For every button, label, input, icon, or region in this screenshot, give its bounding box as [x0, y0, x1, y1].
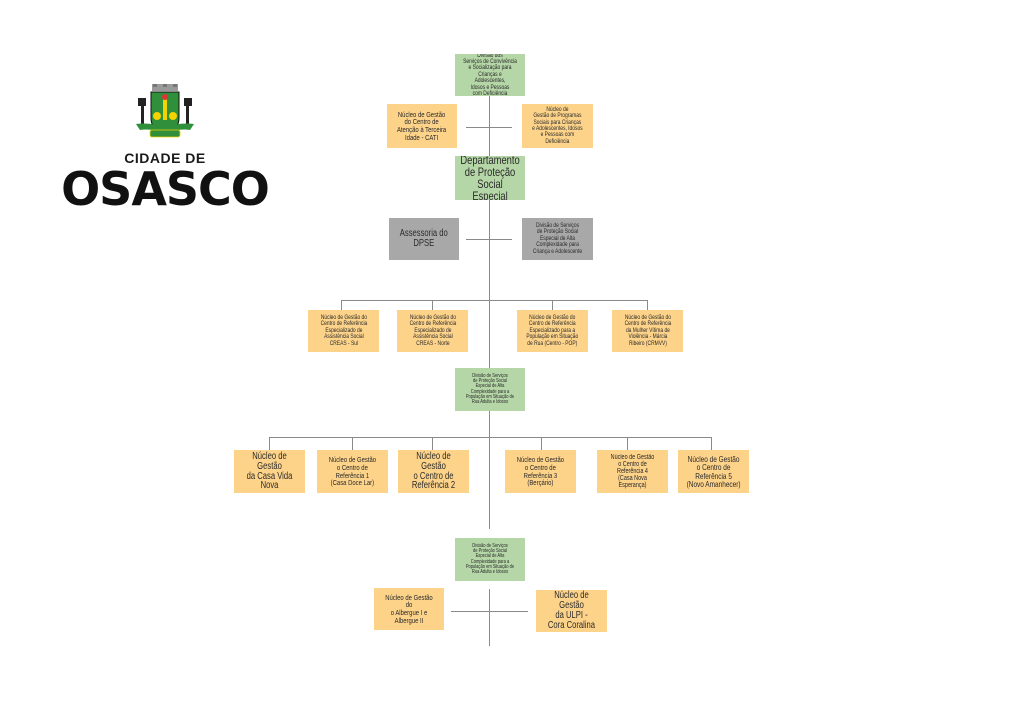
division-convivencia: Divisão dos Serviços de Convivência e So… — [455, 54, 525, 96]
box-label: Núcleo de Gestão do Centro de Referência… — [624, 313, 671, 347]
box-label: Núcleo de Gestão o Centro de Referência … — [328, 455, 377, 488]
box-label: Núcleo de Gestão do Centro de Referência… — [526, 313, 579, 347]
box-label: Núcleo de Gestão o Centro de Referência … — [686, 453, 741, 489]
nucleo-referencia-2: Núcleo de Gestão o Centro de Referência … — [398, 450, 469, 493]
nucleo-referencia-5: Núcleo de Gestão o Centro de Referência … — [678, 450, 749, 493]
logo-city-name: OSASCO — [61, 162, 270, 216]
connector — [451, 611, 528, 612]
box-label: Assessoria do DPSE — [399, 228, 448, 249]
connector — [627, 437, 628, 450]
connector — [541, 437, 542, 450]
connector — [341, 300, 648, 301]
box-label: Núcleo de Gestão da ULPI - Cora Coralina — [547, 590, 596, 631]
box-label: Núcleo de Gestão o Centro de Referência … — [516, 455, 565, 488]
connector — [269, 437, 270, 450]
box-label: Núcleo de Gestão o Centro de Referência … — [610, 453, 655, 490]
box-label: Núcleo de Gestão o Centro de Referência … — [411, 450, 456, 492]
box-label: Núcleo de Gestão do Centro de Referência… — [409, 313, 456, 347]
connector — [711, 437, 712, 450]
connector — [647, 300, 648, 310]
box-label: Núcleo de Gestão de Programas Sociais pa… — [532, 105, 583, 145]
nucleo-cati: Núcleo de Gestão do Centro de Atenção à … — [387, 104, 457, 148]
connector — [489, 200, 490, 368]
division-street-population: Divisão de Serviços de Proteção Social E… — [455, 368, 525, 411]
connector — [552, 300, 553, 310]
connector — [352, 437, 353, 450]
nucleo-albergue: Núcleo de Gestão do o Albergue I e Alber… — [374, 588, 444, 630]
assessoria-dpse: Assessoria do DPSE — [389, 218, 459, 260]
connector — [432, 437, 433, 450]
connector — [432, 300, 433, 310]
box-label: Departamento de Proteção Social Especial — [460, 156, 520, 200]
connector — [466, 239, 512, 240]
nucleo-referencia-4: Núcleo de Gestão o Centro de Referência … — [597, 450, 668, 493]
box-label: Divisão de Serviços de Proteção Social E… — [465, 372, 515, 406]
box-label: Divisão de Serviços de Proteção Social E… — [465, 542, 515, 576]
connector — [269, 437, 712, 438]
department-dpse: Departamento de Proteção Social Especial — [455, 156, 525, 200]
connector — [341, 300, 342, 310]
nucleo-crmvv: Núcleo de Gestão do Centro de Referência… — [612, 310, 683, 352]
nucleo-ulpi: Núcleo de Gestão da ULPI - Cora Coralina — [536, 590, 607, 632]
connector — [489, 411, 490, 529]
box-label: Divisão dos Serviços de Convivência e So… — [463, 54, 517, 96]
connector — [489, 589, 490, 646]
nucleo-referencia-3: Núcleo de Gestão o Centro de Referência … — [505, 450, 576, 493]
connector — [489, 96, 490, 156]
city-crest-icon — [136, 84, 194, 138]
division-children: Divisão de Serviços de Proteção Social E… — [522, 218, 593, 260]
box-label: Núcleo de Gestão do o Albergue I e Alber… — [385, 592, 433, 625]
nucleo-creas-sul: Núcleo de Gestão do Centro de Referência… — [308, 310, 379, 352]
box-label: Núcleo de Gestão da Casa Vida Nova — [246, 450, 293, 492]
nucleo-programas-sociais: Núcleo de Gestão de Programas Sociais pa… — [522, 104, 593, 148]
box-label: Núcleo de Gestão do Centro de Atenção à … — [397, 109, 447, 142]
nucleo-referencia-1: Núcleo de Gestão o Centro de Referência … — [317, 450, 388, 493]
nucleo-centro-pop: Núcleo de Gestão do Centro de Referência… — [517, 310, 588, 352]
nucleo-casa-vida-nova: Núcleo de Gestão da Casa Vida Nova — [234, 450, 305, 493]
box-label: Núcleo de Gestão do Centro de Referência… — [320, 313, 367, 347]
nucleo-creas-norte: Núcleo de Gestão do Centro de Referência… — [397, 310, 468, 352]
connector — [466, 127, 512, 128]
logo-city-prefix: CIDADE DE — [124, 150, 206, 166]
division-street-population-2: Divisão de Serviços de Proteção Social E… — [455, 538, 525, 581]
box-label: Divisão de Serviços de Proteção Social E… — [532, 221, 583, 255]
